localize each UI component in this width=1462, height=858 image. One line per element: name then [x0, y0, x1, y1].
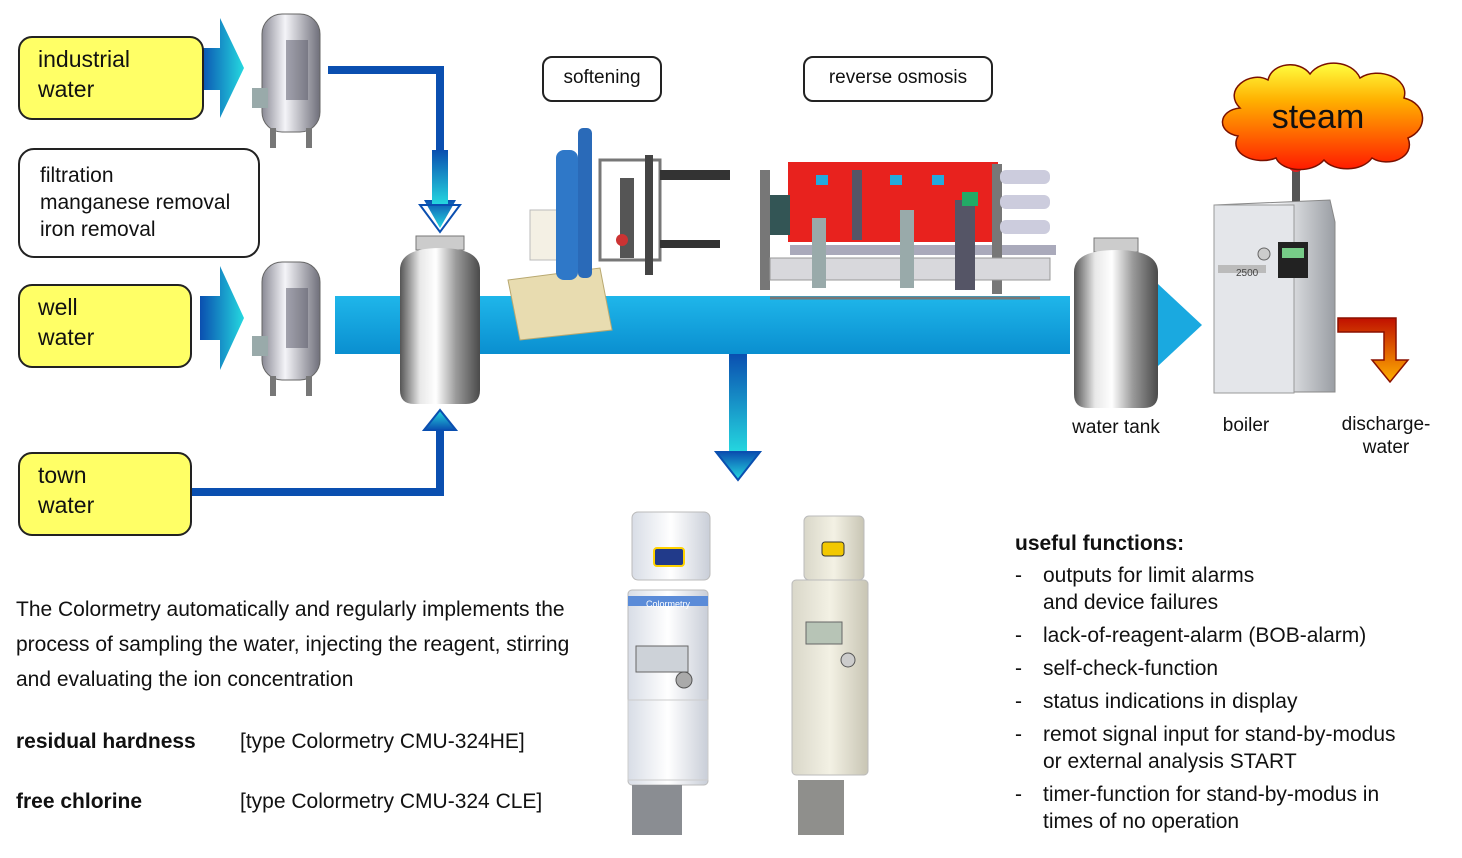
function-item: -remot signal input for stand-by-modus o…	[1015, 723, 1396, 773]
function-item: -lack-of-reagent-alarm (BOB-alarm)	[1015, 624, 1367, 647]
caption-boiler: boiler	[1222, 415, 1270, 436]
function-item: -outputs for limit alarms and device fai…	[1015, 564, 1255, 614]
arrow-into-tank-bottom	[421, 408, 459, 431]
source-town-water: town water	[18, 452, 192, 536]
arrow-well	[200, 266, 244, 370]
stage-reverse-osmosis: reverse osmosis	[803, 56, 993, 102]
source-industrial-water: industrial water	[18, 36, 204, 120]
caption-water-tank: water tank	[1072, 417, 1160, 438]
arrow-to-boiler	[1158, 284, 1202, 366]
source-town-label: town water	[38, 462, 95, 518]
steam-label: steam	[1272, 98, 1365, 136]
function-item: -self-check-function	[1015, 657, 1219, 680]
filter-vessel-bottom	[252, 261, 321, 396]
pipe-industrial-to-tank	[328, 66, 444, 210]
storage-tank-middle	[400, 235, 480, 404]
source-well-label: well water	[38, 294, 95, 350]
source-well-water: well water	[18, 284, 192, 368]
function-item: -timer-function for stand-by-modus in ti…	[1015, 783, 1380, 833]
filter-note-line-1: filtration	[40, 164, 114, 187]
arrow-to-colormetry	[713, 451, 763, 482]
filter-note-line-3: iron removal	[40, 218, 156, 241]
caption-discharge-water: discharge- water	[1341, 414, 1431, 458]
product-label-chlorine: free chlorine	[16, 790, 143, 813]
product-label-hardness: residual hardness	[16, 730, 196, 753]
product-type-chlorine: [type Colormetry CMU-324 CLE]	[240, 790, 543, 813]
function-item: -status indications in display	[1015, 690, 1298, 713]
filter-vessel-top	[252, 13, 321, 148]
pipe-branch-down	[729, 354, 747, 454]
boiler-plate-label: 2500	[1236, 268, 1259, 279]
functions-title: useful functions:	[1015, 532, 1185, 555]
useful-functions: useful functions: -outputs for limit ala…	[1015, 532, 1455, 841]
source-industrial-label: industrial water	[38, 46, 131, 102]
colormetry-device-right	[791, 515, 869, 835]
steam-cloud	[1221, 62, 1424, 171]
device-brand-label: Colormetry	[646, 599, 691, 609]
water-tank-right	[1074, 237, 1158, 408]
reverse-osmosis-plant	[760, 162, 1056, 300]
softening-plant	[507, 128, 730, 341]
colormetry-device-left	[627, 511, 711, 835]
stage-softening: softening	[542, 56, 662, 102]
arrow-industrial	[200, 18, 244, 118]
pipe-town-to-tank	[192, 425, 444, 496]
discharge-arrow	[1337, 317, 1410, 384]
arrow-into-tank-top	[424, 200, 456, 228]
product-type-hardness: [type Colormetry CMU-324HE]	[240, 730, 525, 753]
filter-treatment-note: filtration manganese removal iron remova…	[18, 148, 260, 258]
description-text: The Colormetry automatically and regular…	[16, 598, 570, 691]
boiler-unit	[1213, 140, 1336, 394]
filter-note-line-2: manganese removal	[40, 191, 231, 214]
